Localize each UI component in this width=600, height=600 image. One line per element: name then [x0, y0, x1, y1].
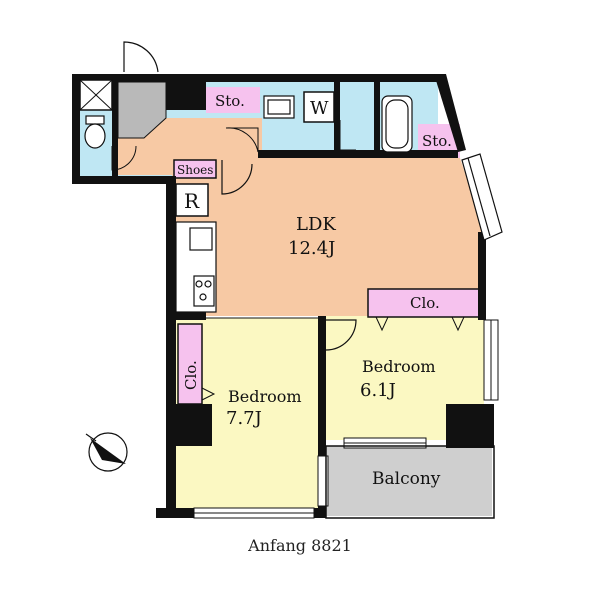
- walls: [72, 74, 494, 518]
- balcony-floor: [326, 446, 492, 516]
- bathtub-icon: [381, 95, 413, 153]
- closet-left-label: Clo.: [182, 360, 200, 390]
- ldk-size: 12.4J: [288, 238, 335, 259]
- balcony-label: Balcony: [372, 469, 441, 489]
- bay-window-icon: [461, 153, 503, 241]
- ldk-door-icon: [221, 160, 253, 195]
- north-arrow-icon: [85, 432, 128, 472]
- genkan-icon: [117, 81, 167, 139]
- wash-basin-icon: [263, 95, 295, 119]
- bedroom-left-size: 7.7J: [226, 408, 262, 429]
- balcony-window-right-icon: [343, 437, 427, 449]
- bedroom-right-name: Bedroom: [362, 357, 436, 376]
- refrigerator-box: [175, 183, 209, 217]
- closet-top-label: Clo.: [410, 294, 440, 312]
- bath-door-icon: [339, 120, 356, 151]
- washer-label: W: [310, 98, 329, 119]
- toilet-icon: [84, 115, 106, 149]
- washer-box: [303, 91, 335, 123]
- toilet-door-icon: [111, 145, 137, 171]
- shoes-cabinet: [173, 159, 217, 179]
- refrigerator-label: R: [184, 189, 200, 213]
- ldk-name: LDK: [296, 214, 336, 235]
- balcony-outline: [325, 445, 495, 519]
- storage-right-label: Sto.: [422, 132, 452, 150]
- bedroom-left-name: Bedroom: [228, 387, 302, 406]
- closet-door-ticks-icon: [201, 316, 465, 401]
- ldk-floor: [172, 158, 484, 316]
- storage-top-label: Sto.: [215, 92, 245, 110]
- shower-box-icon: [79, 79, 113, 111]
- storage-top-box: [206, 87, 260, 113]
- right-window-icon: [483, 319, 499, 401]
- bottom-window-icon: [193, 507, 315, 519]
- balcony-window-left-icon: [317, 455, 329, 507]
- bedroom-right-size: 6.1J: [360, 380, 396, 401]
- closet-top: [367, 288, 485, 318]
- front-door-icon: [123, 41, 159, 73]
- bedroom-right-door-icon: [325, 319, 357, 351]
- bedroom-right-floor: [322, 316, 484, 440]
- wash-door-icon: [225, 127, 259, 153]
- property-caption: Anfang 8821: [248, 536, 352, 555]
- bedroom-left-floor: [176, 318, 322, 516]
- shoes-label: Shoes: [177, 163, 213, 177]
- kitchen-counter-icon: [175, 221, 217, 313]
